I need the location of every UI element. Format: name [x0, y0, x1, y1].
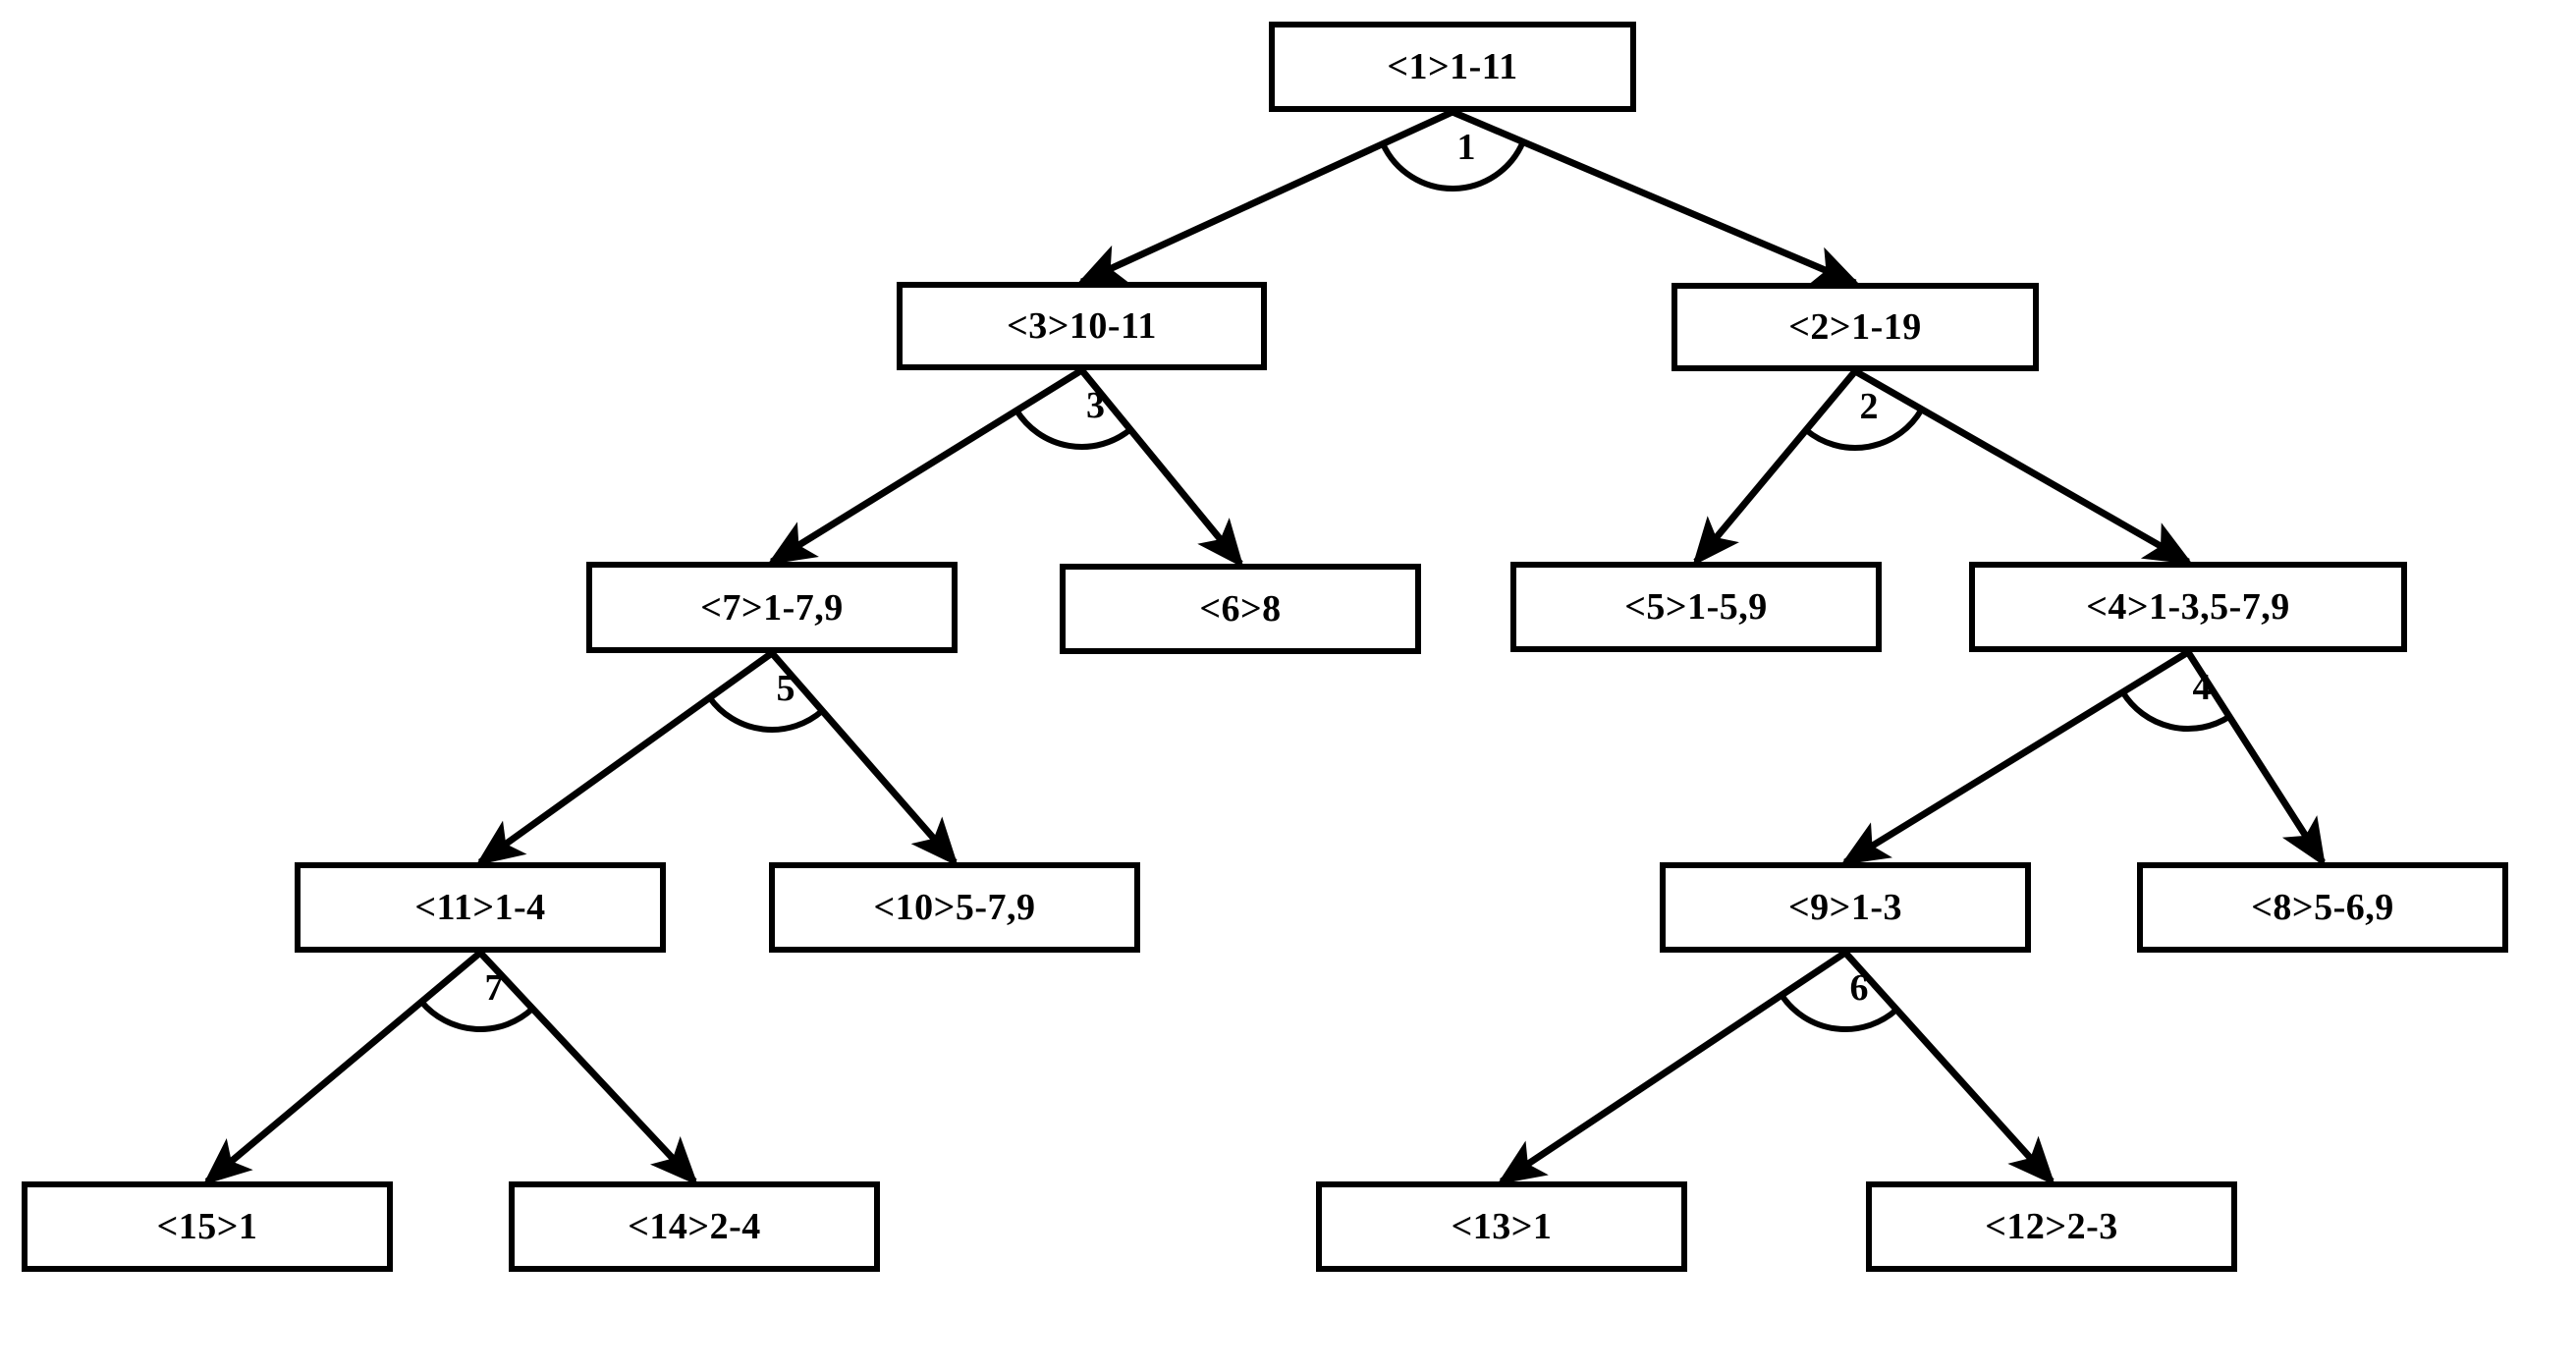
tree-edge-n2-to-n5	[1692, 368, 1858, 567]
tree-edge-n9-to-n12	[1842, 950, 2055, 1186]
tree-node-n2[interactable]: <2>1-19	[1672, 283, 2039, 371]
split-arc-s5	[707, 695, 825, 733]
tree-node-n5[interactable]: <5>1-5,9	[1510, 562, 1882, 652]
tree-node-n15[interactable]: <15>1	[22, 1181, 393, 1272]
tree-node-n4[interactable]: <4>1-3,5-7,9	[1969, 562, 2407, 652]
tree-node-label: <7>1-7,9	[700, 586, 844, 629]
split-arc-s2	[1804, 408, 1925, 451]
tree-node-n10[interactable]: <10>5-7,9	[769, 862, 1140, 953]
split-label-s1: 1	[1456, 127, 1476, 168]
tree-node-n12[interactable]: <12>2-3	[1866, 1181, 2237, 1272]
tree-edge-n7-to-n11	[475, 650, 775, 866]
tree-node-n8[interactable]: <8>5-6,9	[2137, 862, 2508, 953]
tree-node-label: <1>1-11	[1387, 46, 1518, 87]
split-arc-s4	[2119, 690, 2231, 732]
tree-node-label: <5>1-5,9	[1624, 586, 1768, 628]
tree-node-n11[interactable]: <11>1-4	[295, 862, 666, 953]
split-arc-s1	[1380, 140, 1526, 192]
tree-node-label: <13>1	[1451, 1206, 1553, 1247]
tree-edge-n7-to-n10	[769, 650, 959, 867]
tree-edge-n4-to-n8	[2185, 650, 2327, 867]
split-arcs	[418, 140, 2231, 1032]
tree-node-label: <12>2-3	[1985, 1206, 2118, 1247]
split-label-s5: 5	[776, 668, 795, 709]
tree-edge-n3-to-n6	[1078, 367, 1244, 569]
tree-node-label: <15>1	[156, 1206, 258, 1247]
split-arc-s6	[1779, 993, 1899, 1032]
tree-edge-n3-to-n7	[767, 367, 1084, 565]
tree-node-n13[interactable]: <13>1	[1316, 1181, 1687, 1272]
tree-node-n7[interactable]: <7>1-7,9	[586, 562, 958, 653]
tree-edge-n11-to-n15	[202, 950, 483, 1185]
tree-node-n1[interactable]: <1>1-11	[1269, 22, 1636, 112]
split-label-s2: 2	[1859, 386, 1879, 427]
tree-node-label: <9>1-3	[1788, 887, 1902, 928]
tree-node-n14[interactable]: <14>2-4	[509, 1181, 880, 1272]
tree-edge-n11-to-n14	[477, 950, 698, 1186]
tree-node-label: <8>5-6,9	[2251, 887, 2394, 928]
tree-edge-n9-to-n13	[1497, 950, 1847, 1185]
tree-edge-n2-to-n4	[1853, 367, 2193, 566]
split-label-s3: 3	[1086, 385, 1105, 426]
tree-node-label: <11>1-4	[414, 887, 546, 928]
tree-edge-n1-to-n3	[1076, 108, 1454, 286]
tree-node-label: <3>10-11	[1007, 305, 1157, 347]
tree-node-n9[interactable]: <9>1-3	[1660, 862, 2031, 953]
tree-node-n3[interactable]: <3>10-11	[897, 282, 1267, 370]
split-label-s7: 7	[484, 967, 504, 1009]
tree-edge-n4-to-n9	[1840, 649, 2190, 865]
split-label-s4: 4	[2192, 667, 2212, 708]
tree-node-label: <4>1-3,5-7,9	[2086, 586, 2290, 628]
tree-node-label: <6>8	[1199, 588, 1282, 630]
tree-node-label: <2>1-19	[1788, 306, 1922, 348]
split-arc-s7	[418, 1000, 535, 1032]
split-label-s6: 6	[1849, 967, 1869, 1009]
tree-node-n6[interactable]: <6>8	[1060, 564, 1421, 654]
tree-node-label: <10>5-7,9	[873, 887, 1036, 928]
split-arc-s3	[1014, 409, 1132, 450]
tree-node-label: <14>2-4	[628, 1206, 761, 1247]
edge-lines	[202, 108, 2327, 1186]
tree-edge-n1-to-n2	[1451, 108, 1861, 287]
